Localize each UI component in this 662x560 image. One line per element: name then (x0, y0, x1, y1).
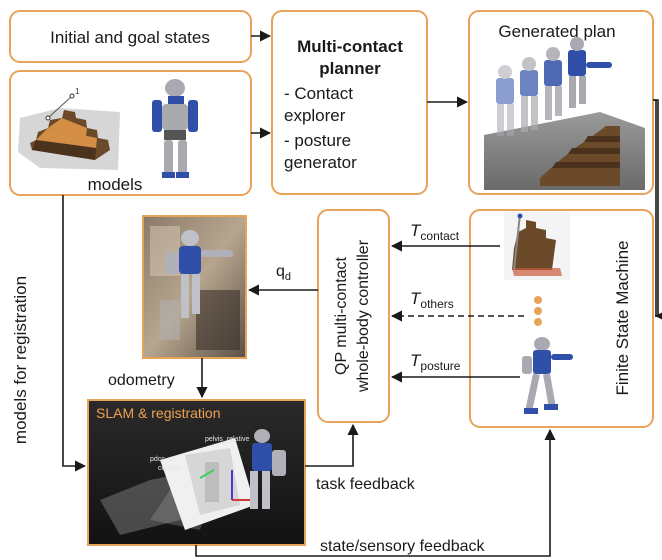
planner-title-2: planner (319, 59, 381, 78)
edge-plan-to-fsm-path (653, 99, 662, 322)
models-for-registration-label: models for registration (11, 276, 30, 444)
qp-controller-box (317, 209, 390, 423)
planner-title-1: Multi-contact (297, 37, 403, 56)
slam-inner-label-contact: contact (158, 465, 181, 472)
qd-label: qd (276, 263, 291, 283)
fsm-robot-image (522, 337, 573, 414)
robot-model-image (152, 79, 198, 178)
slam-inner-label-pelvis: pelvis_relative (205, 436, 249, 443)
planner-item-posture: - posture (284, 131, 351, 150)
t-posture-label: Tposture (410, 351, 461, 373)
fsm-label: Finite State Machine (613, 241, 632, 396)
generated-plan-label: Generated plan (498, 22, 615, 41)
svg-text:1: 1 (75, 87, 80, 96)
task-feedback-label: task feedback (316, 476, 416, 493)
planner-item-contact: - Contact (284, 84, 353, 103)
state-feedback-label: state/sensory feedback (320, 538, 486, 555)
fsm-ellipsis-dots (534, 296, 542, 326)
qp-label-2: whole-body controller (355, 239, 372, 393)
qp-label-1: QP multi-contact (333, 256, 350, 375)
edge-models-registration (62, 195, 87, 472)
odometry-label: odometry (108, 372, 175, 389)
generated-plan-image (484, 37, 645, 190)
t-others-label: Tothers (410, 289, 454, 311)
slam-inner-label-pdcc: pdcc_ce... (150, 456, 182, 463)
t-contact-label: Tcontact (410, 221, 460, 243)
planner-item-explorer: explorer (284, 106, 346, 125)
models-caption: models (88, 175, 143, 194)
initial-goal-label: Initial and goal states (50, 28, 210, 47)
edge-task-feedback (305, 423, 359, 467)
fsm-stairs-image (504, 212, 570, 280)
robot-photo (142, 215, 247, 359)
planner-item-generator: generator (284, 153, 357, 172)
stairs-model-image: 1 (18, 87, 120, 170)
edge-state-feedback (195, 428, 556, 557)
slam-image: pelvis_relative pdcc_ce... contact (87, 399, 306, 546)
slam-title: SLAM & registration (96, 405, 221, 421)
